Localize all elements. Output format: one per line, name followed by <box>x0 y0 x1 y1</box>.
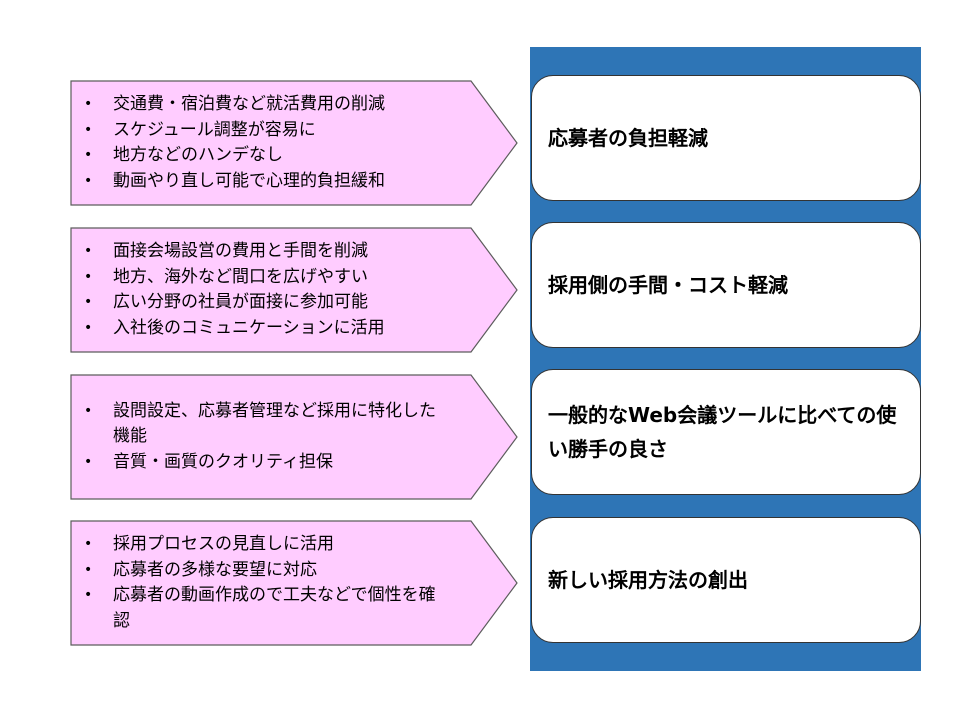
feature-list-2: 面接会場設営の費用と手間を削減 地方、海外など間口を広げやすい 広い分野の社員が… <box>70 227 490 353</box>
benefit-label: 採用側の手間・コスト軽減 <box>548 273 788 297</box>
feature-bullet: 地方、海外など間口を広げやすい <box>84 265 490 291</box>
feature-bullet: スケジュール調整が容易に <box>84 118 490 144</box>
benefit-label: 応募者の負担軽減 <box>548 126 708 150</box>
feature-bullet: 応募者の多様な要望に対応 <box>84 558 490 584</box>
feature-bullet: 設問設定、応募者管理など採用に特化した機能 <box>84 399 490 450</box>
feature-bullet: 交通費・宿泊費など就活費用の削減 <box>84 92 490 118</box>
feature-arrow-3: 設問設定、応募者管理など採用に特化した機能 音質・画質のクオリティ担保 <box>70 374 520 500</box>
feature-arrow-2: 面接会場設営の費用と手間を削減 地方、海外など間口を広げやすい 広い分野の社員が… <box>70 227 520 353</box>
benefit-box-2: 採用側の手間・コスト軽減 <box>531 222 921 348</box>
benefit-label: 一般的なWeb会議ツールに比べての使い勝手の良さ <box>548 403 897 461</box>
feature-bullet: 応募者の動画作成ので工夫などで個性を確認 <box>84 583 490 634</box>
benefit-box-3: 一般的なWeb会議ツールに比べての使い勝手の良さ <box>531 369 921 495</box>
feature-bullet: 動画やり直し可能で心理的負担緩和 <box>84 169 490 195</box>
feature-bullet: 面接会場設営の費用と手間を削減 <box>84 239 490 265</box>
feature-bullet: 採用プロセスの見直しに活用 <box>84 532 490 558</box>
feature-list-1: 交通費・宿泊費など就活費用の削減 スケジュール調整が容易に 地方などのハンデなし… <box>70 80 490 206</box>
feature-list-4: 採用プロセスの見直しに活用 応募者の多様な要望に対応 応募者の動画作成ので工夫な… <box>70 520 490 646</box>
benefit-box-4: 新しい採用方法の創出 <box>531 517 921 643</box>
feature-bullet: 広い分野の社員が面接に参加可能 <box>84 290 490 316</box>
feature-list-3: 設問設定、応募者管理など採用に特化した機能 音質・画質のクオリティ担保 <box>70 374 490 500</box>
benefit-box-1: 応募者の負担軽減 <box>531 75 921 201</box>
feature-bullet: 地方などのハンデなし <box>84 143 490 169</box>
feature-bullet: 音質・画質のクオリティ担保 <box>84 450 490 476</box>
feature-arrow-1: 交通費・宿泊費など就活費用の削減 スケジュール調整が容易に 地方などのハンデなし… <box>70 80 520 206</box>
feature-arrow-4: 採用プロセスの見直しに活用 応募者の多様な要望に対応 応募者の動画作成ので工夫な… <box>70 520 520 646</box>
benefit-label: 新しい採用方法の創出 <box>548 568 748 592</box>
feature-bullet: 入社後のコミュニケーションに活用 <box>84 316 490 342</box>
